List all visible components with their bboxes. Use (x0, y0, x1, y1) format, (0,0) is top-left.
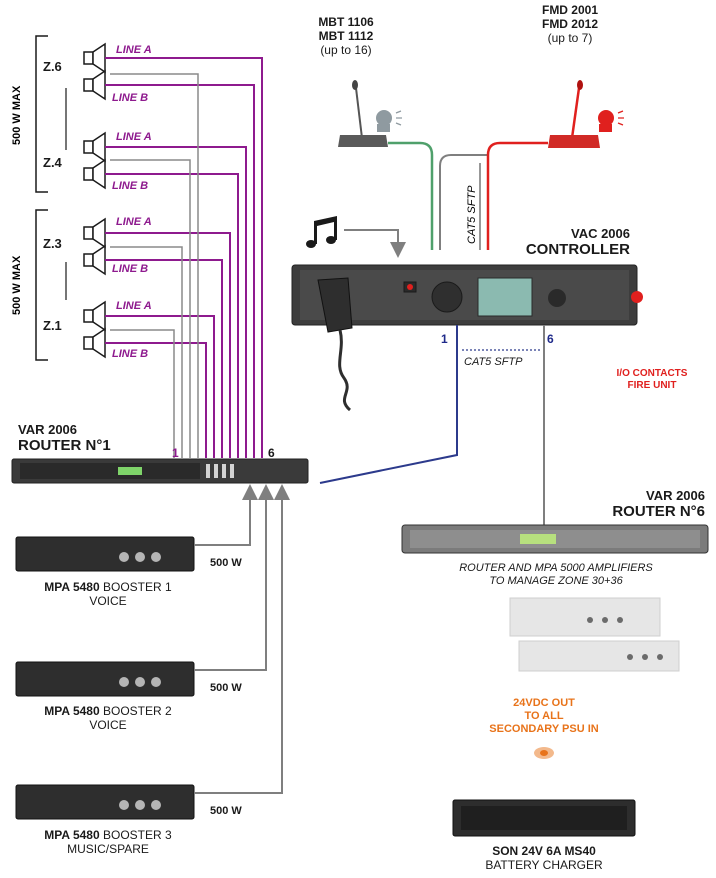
speaking-head-gray-icon (376, 110, 402, 132)
psu-output-glow (534, 747, 554, 759)
controller-label: VAC 2006 CONTROLLER (500, 226, 630, 258)
fmd-model-1: FMD 2001 (541, 3, 599, 17)
booster-1-role: VOICE (89, 594, 127, 608)
fmd-model-2: FMD 2012 (541, 17, 599, 31)
zone-label-z6: Z.6 (43, 59, 62, 74)
booster-3-name: BOOSTER 3 (99, 828, 172, 842)
mbt-model-2: MBT 1112 (318, 29, 374, 43)
line-b-label: LINE B (112, 92, 149, 104)
router6-desc-1: ROUTER AND MPA 5000 AMPLIFIERS (459, 562, 653, 574)
router1-title: ROUTER N°1 (18, 437, 111, 454)
router1-label: VAR 2006 ROUTER N°1 (18, 422, 111, 454)
line-a-label: LINE A (116, 44, 152, 56)
cat5-to-router1 (319, 325, 458, 484)
router6-device (401, 524, 709, 554)
booster-2-model: MPA 5480 (44, 704, 100, 718)
charger-label: SON 24V 6A MS40 BATTERY CHARGER (444, 844, 644, 872)
booster-device (15, 661, 195, 697)
router6-title: ROUTER N°6 (612, 503, 705, 520)
booster-1-model: MPA 5480 (44, 580, 100, 594)
booster-device (15, 536, 195, 572)
line-a-label: LINE A (116, 131, 152, 143)
router6-description: ROUTER AND MPA 5000 AMPLIFIERS TO MANAGE… (416, 562, 696, 588)
router1-model: VAR 2006 (18, 422, 78, 437)
music-note-icon (306, 216, 337, 248)
speaking-head-red-icon (598, 110, 624, 132)
zone-bottom-max-label: 500 W MAX (11, 255, 23, 315)
line-b-label: LINE B (112, 180, 149, 192)
fmd-microphone (548, 80, 600, 148)
speaker-icon (83, 131, 106, 163)
monitor-lines (110, 73, 199, 458)
zone-bracket-top (35, 35, 48, 193)
fmd-cable (486, 141, 548, 250)
charger-model: SON 24V 6A MS40 (492, 844, 596, 858)
speaker-icon (83, 69, 106, 101)
zone-top-max-label: 500 W MAX (11, 85, 23, 145)
speaker-lines (105, 57, 263, 458)
psu-label: 24VDC OUT TO ALL SECONDARY PSU IN (474, 697, 614, 736)
router6-model: VAR 2006 (645, 488, 705, 503)
cat5-horizontal-label: CAT5 SFTP (464, 356, 523, 368)
io-line2: FIRE UNIT (627, 380, 677, 391)
router1-port-6: 6 (268, 446, 275, 460)
router6-label: VAR 2006 ROUTER N°6 (575, 488, 705, 520)
booster-lines (194, 484, 290, 794)
router1-port-1: 1 (172, 446, 179, 460)
line-a-label: LINE A (116, 216, 152, 228)
booster-1-watt: 500 W (210, 557, 242, 569)
controller-title: CONTROLLER (525, 241, 630, 258)
booster-2-role: VOICE (89, 718, 127, 732)
booster-3-label: MPA 5480 BOOSTER 3 MUSIC/SPARE (8, 828, 208, 856)
booster-1-label: MPA 5480 BOOSTER 1 VOICE (8, 580, 208, 608)
controller-model: VAC 2006 (570, 226, 630, 241)
fmd-count: (up to 7) (547, 31, 593, 45)
zone-label-z1: Z.1 (43, 318, 62, 333)
booster-2-name: BOOSTER 2 (99, 704, 172, 718)
speaker-icon (83, 42, 106, 74)
io-contacts-label: I/O CONTACTS FIRE UNIT (598, 368, 706, 392)
speakers (83, 42, 106, 359)
booster-3-role: MUSIC/SPARE (67, 842, 149, 856)
booster-2-label: MPA 5480 BOOSTER 2 VOICE (8, 704, 208, 732)
router1-device (11, 458, 309, 484)
io-line1: I/O CONTACTS (616, 368, 688, 379)
vac-controller-device (291, 264, 643, 326)
booster-3-watt: 500 W (210, 805, 242, 817)
speaker-icon (83, 158, 106, 190)
handheld-microphone (317, 277, 353, 412)
mbt-microphone (338, 80, 388, 147)
psu-line3: SECONDARY PSU IN (489, 723, 599, 735)
booster-1-name: BOOSTER 1 (99, 580, 172, 594)
zone-bracket-bottom (35, 209, 48, 361)
booster-device (15, 784, 195, 820)
line-b-label: LINE B (112, 263, 149, 275)
battery-charger-device (452, 799, 636, 837)
mbt-cable (388, 141, 434, 250)
router6-desc-2: TO MANAGE ZONE 30+36 (489, 575, 623, 587)
speaker-icon (83, 327, 106, 359)
psu-line2: TO ALL (524, 710, 564, 722)
speaker-icon (83, 300, 106, 332)
booster-3-model: MPA 5480 (44, 828, 100, 842)
cat5-vertical-label: CAT5 SFTP (466, 185, 478, 244)
mbt-model-1: MBT 1106 (318, 15, 374, 29)
controller-port-6: 6 (547, 332, 554, 346)
line-b-label: LINE B (112, 348, 149, 360)
mbt-mic-label: MBT 1106 MBT 1112 (up to 16) (296, 15, 396, 57)
controller-port-1: 1 (441, 332, 448, 346)
speaker-icon (83, 244, 106, 276)
zone-label-z3: Z.3 (43, 236, 62, 251)
zone-label-z4: Z.4 (43, 155, 62, 170)
line-a-label: LINE A (116, 300, 152, 312)
router6-amplifiers (509, 597, 680, 672)
mbt-count: (up to 16) (320, 43, 372, 57)
psu-line1: 24VDC OUT (513, 697, 575, 709)
charger-title: BATTERY CHARGER (485, 858, 603, 872)
fmd-mic-label: FMD 2001 FMD 2012 (up to 7) (520, 3, 620, 45)
speaker-icon (83, 217, 106, 249)
booster-2-watt: 500 W (210, 682, 242, 694)
